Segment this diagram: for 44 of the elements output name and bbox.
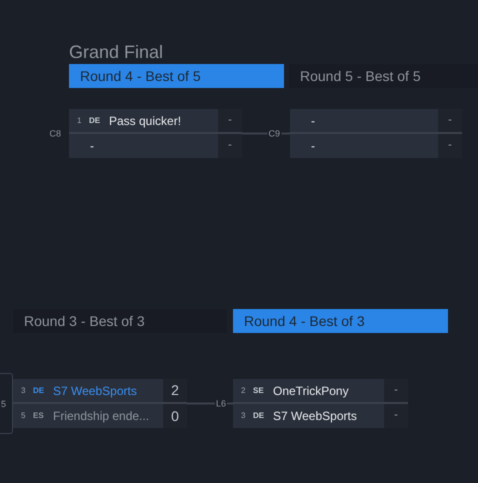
match-card <box>69 109 242 158</box>
connector-line <box>242 132 290 134</box>
team-name: S7 WeebSports <box>53 383 137 398</box>
round-header: Round 5 - Best of 5 <box>289 64 478 88</box>
seed-number: 3 <box>241 411 246 421</box>
score-cell: 2 <box>163 379 187 402</box>
connector-line <box>187 402 233 404</box>
seed-number: 3 <box>21 386 26 396</box>
score-cell: 0 <box>163 404 187 428</box>
seed-number: 5 <box>21 411 26 421</box>
round-header: Round 4 - Best of 3 <box>233 309 448 333</box>
country-code: SE <box>253 386 264 396</box>
score-cell: - <box>438 134 462 158</box>
team-row <box>233 402 408 428</box>
score-cell: - <box>218 134 242 158</box>
match-card <box>290 109 462 158</box>
team-name: - <box>311 113 315 128</box>
country-code: DE <box>253 411 264 421</box>
match-card <box>233 379 408 428</box>
score-cell: - <box>218 109 242 132</box>
seed-number: 1 <box>77 116 82 126</box>
team-name: Friendship ende... <box>53 408 150 424</box>
country-code: DE <box>33 386 44 396</box>
team-row <box>290 132 462 158</box>
team-name: S7 WeebSports <box>273 408 357 424</box>
match-code: C9 <box>267 128 281 139</box>
section-title: Grand Final <box>69 42 164 62</box>
team-name: Pass quicker! <box>109 113 182 128</box>
score-cell: - <box>438 109 462 132</box>
team-row <box>13 402 187 428</box>
score-cell: - <box>384 404 408 428</box>
country-code: DE <box>89 116 100 126</box>
round-header: Round 4 - Best of 5 <box>69 64 284 88</box>
seed-number: 2 <box>241 386 246 396</box>
team-row <box>69 132 242 158</box>
team-name: - <box>90 138 94 154</box>
score-cell: - <box>384 379 408 402</box>
match-code: C8 <box>48 128 62 139</box>
match-card <box>13 379 187 428</box>
team-name: OneTrickPony <box>273 383 349 398</box>
round-header: Round 3 - Best of 3 <box>13 309 227 333</box>
team-name: - <box>311 138 315 154</box>
country-code: ES <box>33 411 44 421</box>
match-code: L6 <box>214 398 227 409</box>
